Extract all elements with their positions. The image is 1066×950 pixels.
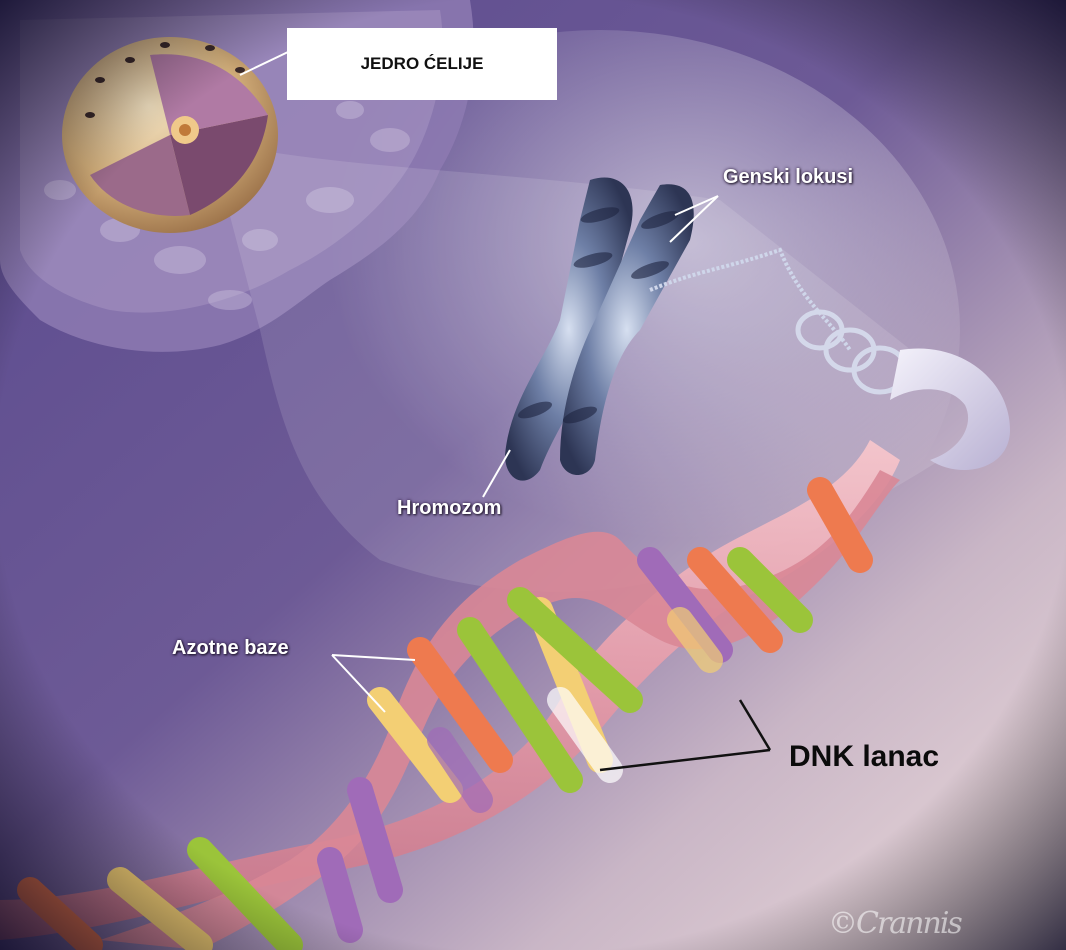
nucleus-label-box: JEDRO ĆELIJE	[287, 28, 557, 100]
chromosome-label: Hromozom	[397, 497, 501, 520]
nucleus-label: JEDRO ĆELIJE	[361, 54, 484, 74]
gene-loci-label: Genski lokusi	[723, 166, 853, 189]
nitrogen-bases-label: Azotne baze	[172, 637, 289, 660]
artist-signature: ©Crannis	[828, 906, 961, 941]
dna-strand-label: DNK lanac	[789, 740, 939, 774]
